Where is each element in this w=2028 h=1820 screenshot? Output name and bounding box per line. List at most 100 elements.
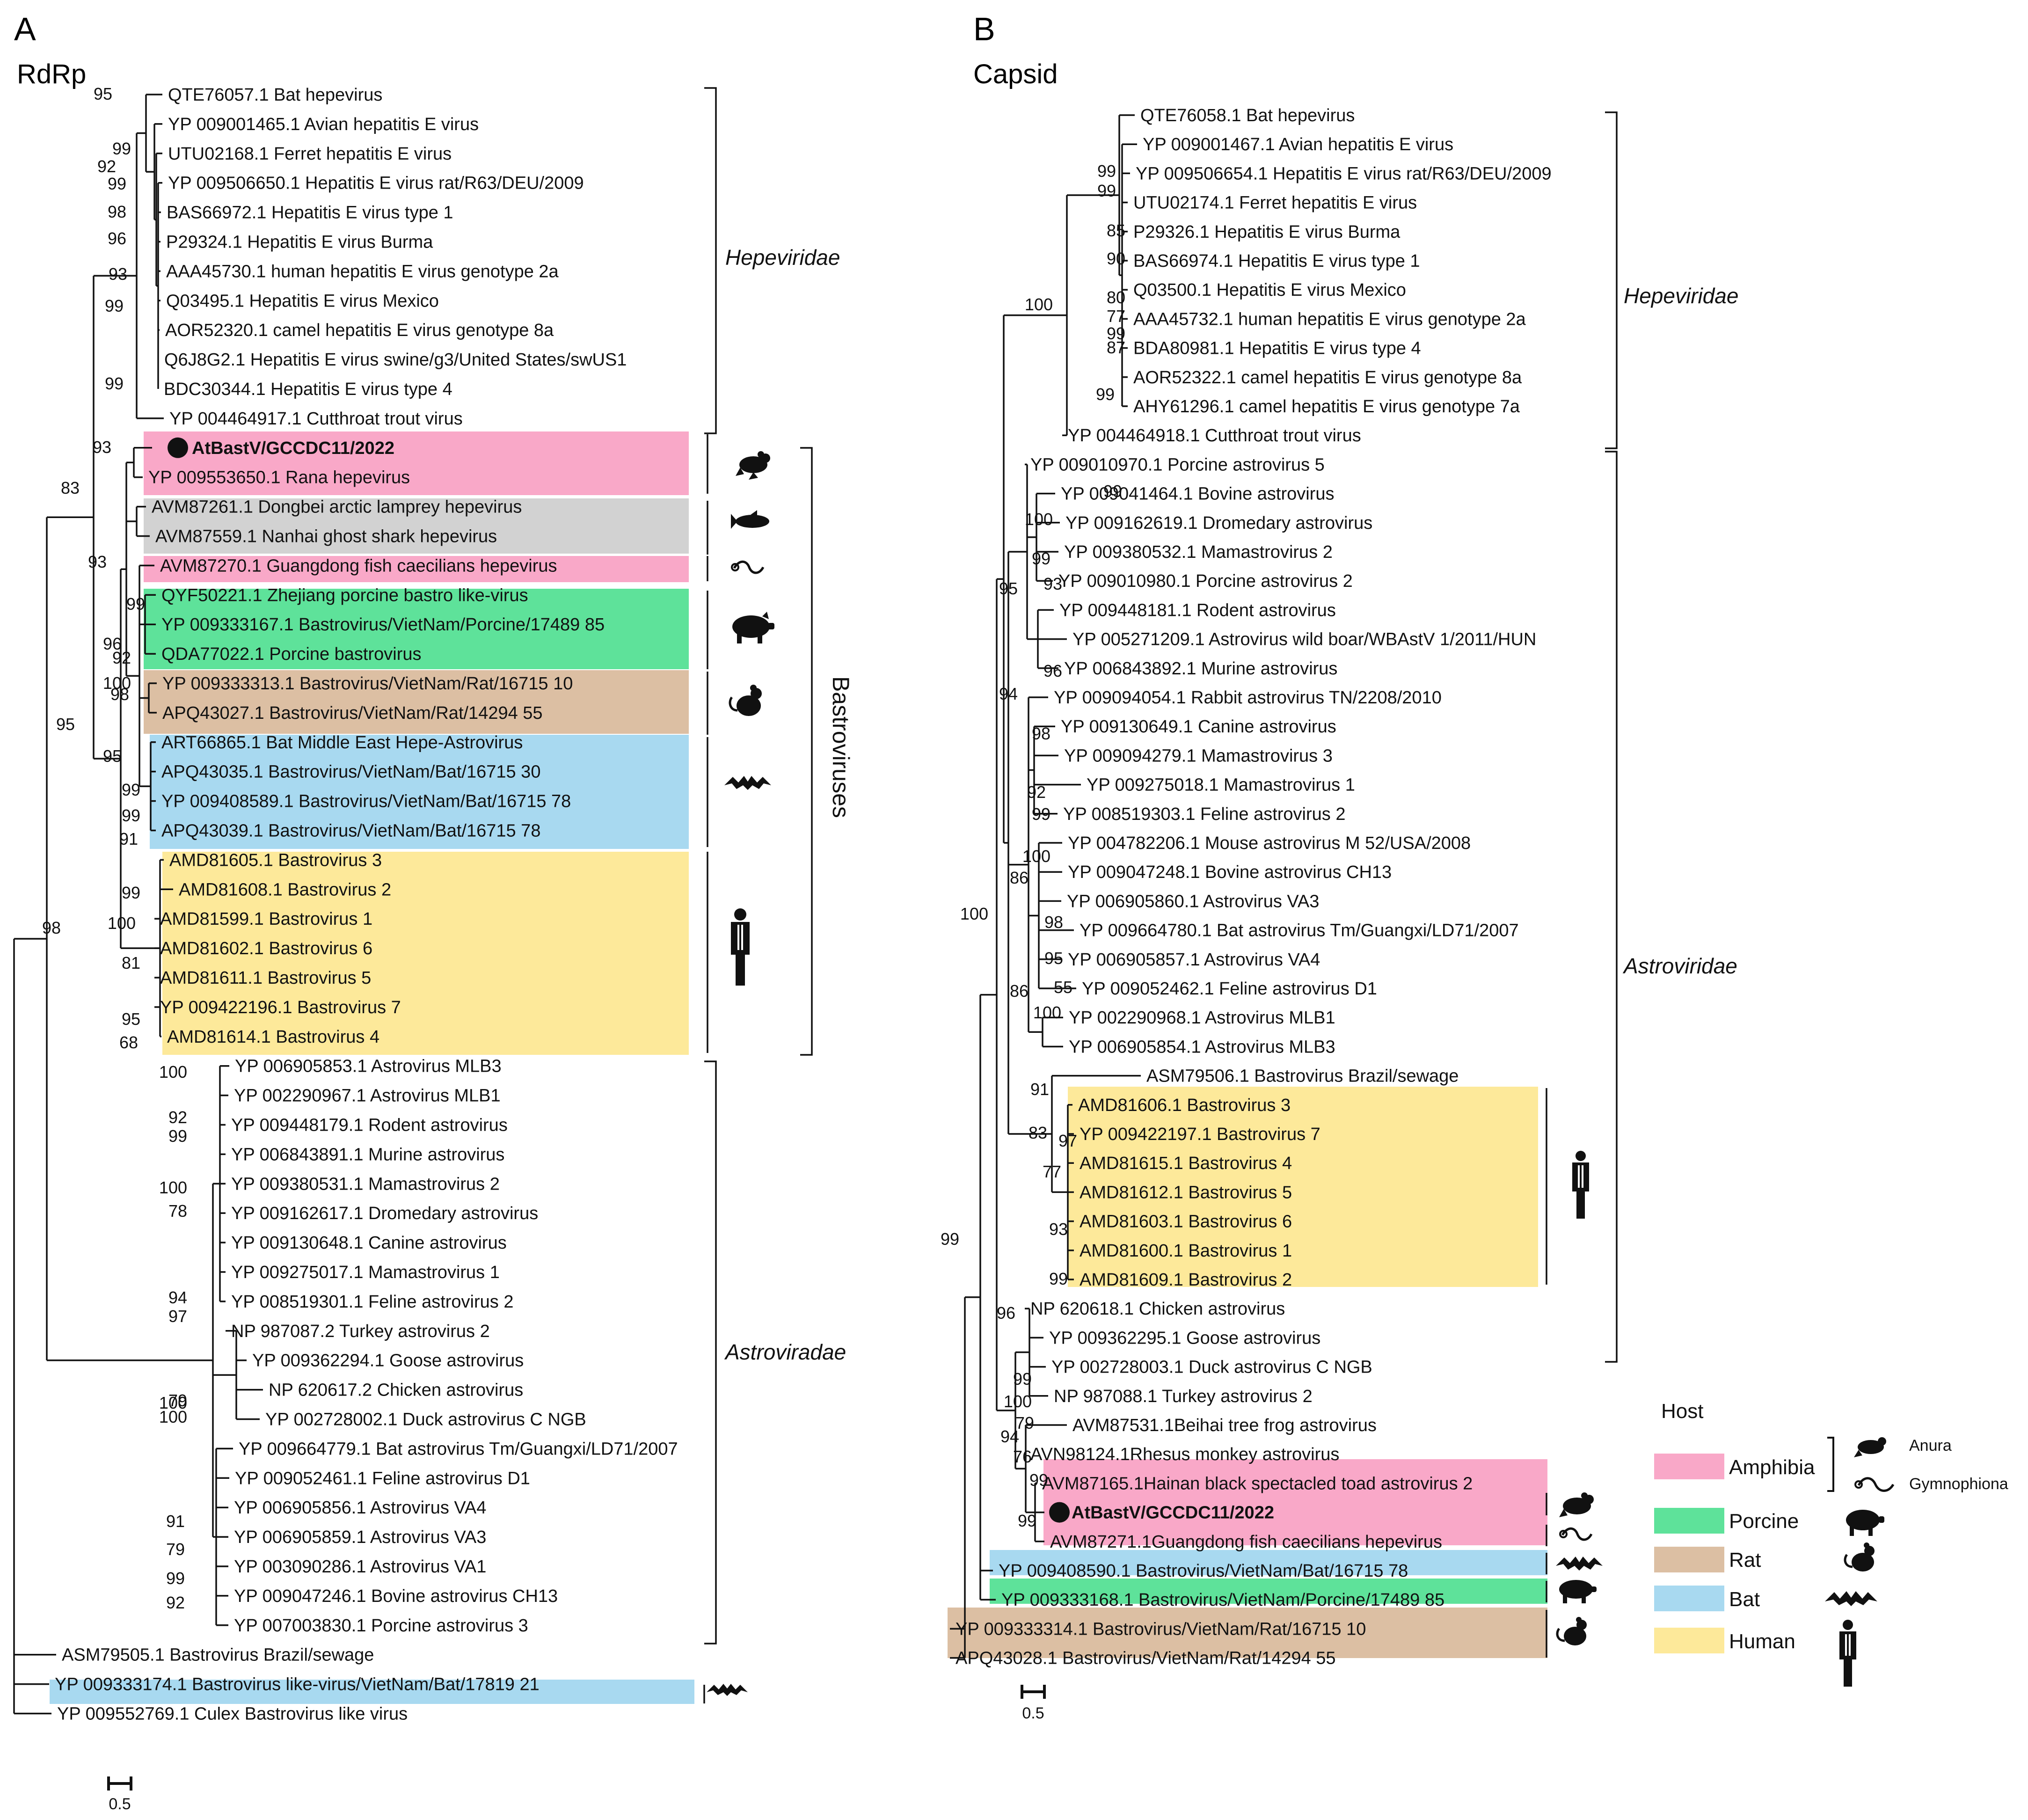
leaf-label-b: P29326.1 Hepatitis E virus Burma (1133, 222, 1401, 242)
bootstrap-value-b: 99 (1032, 804, 1050, 824)
panel-a-title: RdRp (17, 59, 86, 89)
human-icon-b (1572, 1151, 1589, 1219)
leaf-label-a: YP 009422196.1 Bastrovirus 7 (160, 998, 401, 1017)
leaf-label-b: YP 009333168.1 Bastrovirus/VietNam/Porci… (1001, 1590, 1444, 1610)
leaf-label-a: Q03495.1 Hepatitis E virus Mexico (166, 291, 439, 311)
host-highlight-boxes-a (50, 431, 694, 1704)
leaf-label-b: AAA45732.1 human hepatitis E virus genot… (1133, 309, 1526, 329)
bootstrap-value-a: 98 (108, 202, 126, 221)
bootstrap-value-a: 79 (166, 1540, 185, 1559)
bootstrap-value-b: 99 (1032, 804, 1050, 824)
panel-b-title: Capsid (973, 59, 1058, 89)
bootstrap-value-a: 93 (109, 264, 127, 284)
leaf-label-b: AMD81609.1 Bastrovirus 2 (1080, 1270, 1292, 1290)
box-human (162, 852, 689, 1055)
leaf-label-a: AVM87261.1 Dongbei arctic lamprey hepevi… (152, 497, 522, 517)
leaf-label-b: AMD81606.1 Bastrovirus 3 (1078, 1096, 1291, 1115)
leaf-label-a: YP 007003830.1 Porcine astrovirus 3 (234, 1616, 528, 1636)
bootstrap-value-a: 100 (103, 673, 131, 693)
leaf-label-a: YP 009553650.1 Rana hepevirus (148, 468, 410, 488)
bootstrap-value-a: 100 (159, 1178, 187, 1197)
clade-label-astroviradae-a: Astroviradae (724, 1340, 846, 1364)
bootstrap-value-a: 99 (168, 1126, 187, 1146)
frog-icon (736, 451, 770, 480)
tree-rdrp (13, 94, 263, 1715)
leaf-label-a: QDA77022.1 Porcine bastrovirus (161, 644, 422, 664)
fish-icon (731, 510, 769, 529)
bootstrap-value-b: 99 (1097, 161, 1116, 181)
leaf-label-a: AAA45730.1 human hepatitis E virus genot… (166, 262, 559, 281)
leaf-label-b: NP 987088.1 Turkey astrovirus 2 (1054, 1387, 1313, 1406)
bootstrap-value-b: 97 (1058, 1131, 1077, 1150)
leaf-label-a: BDC30344.1 Hepatitis E virus type 4 (164, 380, 452, 399)
leaf-label-a: APQ43035.1 Bastrovirus/VietNam/Bat/16715… (161, 762, 540, 782)
legend-label-porcine: Porcine (1729, 1510, 1799, 1533)
hepeviridae-bracket-a (704, 87, 717, 434)
bootstrap-value-b: 79 (1015, 1413, 1034, 1433)
box-bat-b (990, 1550, 1547, 1575)
legend-label-human: Human (1729, 1630, 1795, 1653)
leaf-label-a: YP 009664779.1 Bat astrovirus Tm/Guangxi… (239, 1439, 678, 1459)
leaf-label-b: AMD81615.1 Bastrovirus 4 (1080, 1154, 1292, 1173)
box-fish (144, 498, 689, 554)
leaf-label-a: YP 008519301.1 Feline astrovirus 2 (231, 1292, 513, 1312)
bootstrap-value-a: 93 (93, 438, 111, 457)
leaf-label-a: APQ43027.1 Bastrovirus/VietNam/Rat/14294… (162, 703, 543, 723)
leaf-label-b: YP 009408590.1 Bastrovirus/VietNam/Bat/1… (999, 1561, 1408, 1581)
leaf-label-b: YP 004782206.1 Mouse astrovirus M 52/USA… (1068, 833, 1471, 853)
legend-label-anura: Anura (1909, 1437, 1952, 1455)
hepeviridae-bracket-b (1605, 111, 1618, 449)
bootstrap-value-b: 94 (1000, 1427, 1019, 1446)
bootstrap-value-a: 99 (122, 806, 140, 825)
leaf-label-b: BDA80981.1 Hepatitis E virus type 4 (1133, 339, 1421, 358)
bootstrap-value-a: 100 (159, 1393, 187, 1412)
bootstrap-value-a: 99 (105, 374, 124, 393)
query-virus-marker (168, 437, 188, 458)
leaf-label-b: YP 009130649.1 Canine astrovirus (1061, 717, 1336, 737)
bootstrap-value-b: 99 (1032, 549, 1050, 568)
bootstrap-value-b: 99 (1107, 324, 1125, 343)
box-amphibia-b (1043, 1459, 1547, 1545)
bootstrap-value-a: 99 (166, 1569, 185, 1588)
bootstrap-value-a: 95 (94, 84, 112, 103)
leaf-label-b: YP 006905860.1 Astrovirus VA3 (1067, 892, 1319, 911)
scale-value-b: 0.5 (1022, 1704, 1044, 1722)
legend-label-gymnophiona: Gymnophiona (1909, 1475, 2008, 1493)
leaf-label-b: YP 009094054.1 Rabbit astrovirus TN/2208… (1054, 688, 1442, 708)
legend-pig-icon (1846, 1510, 1884, 1536)
leaf-label-b: QTE76058.1 Bat hepevirus (1140, 106, 1355, 125)
leaf-label-b: AVM87165.1Hainan black spectacled toad a… (1042, 1474, 1473, 1493)
bootstrap-value-b: 77 (1043, 1162, 1061, 1181)
leaf-label-b: YP 006905857.1 Astrovirus VA4 (1068, 950, 1320, 970)
clade-label-hepeviridae-b: Hepeviridae (1624, 284, 1738, 308)
astroviradae-bracket-a (704, 1060, 717, 1645)
leaf-label-b: YP 009380532.1 Mamastrovirus 2 (1064, 542, 1333, 562)
bootstrap-value-a: 94 (168, 1288, 187, 1307)
leaf-label-a: ASM79505.1 Bastrovirus Brazil/sewage (62, 1645, 374, 1665)
bootstrap-value-a: 96 (103, 634, 122, 653)
bootstrap-values-rdrp: 9592999399989699998393939699929810095999… (42, 84, 187, 1612)
bootstrap-value-a: 98 (42, 918, 61, 937)
legend-swatch-bat (1654, 1586, 1724, 1611)
leaf-label-a: AVM87270.1 Guangdong fish caecilians hep… (160, 556, 557, 576)
leaf-label-a: UTU02168.1 Ferret hepatitis E virus (168, 144, 452, 164)
leaf-label-a: AMD81608.1 Bastrovirus 2 (179, 880, 391, 899)
leaf-label-b: AMD81603.1 Bastrovirus 6 (1080, 1212, 1292, 1232)
frog-icon-b (1559, 1492, 1594, 1517)
leaf-label-a: AMD81602.1 Bastrovirus 6 (160, 939, 372, 958)
rat-icon-b (1556, 1617, 1587, 1645)
bootstrap-value-a: 91 (119, 829, 138, 848)
leaf-label-a: YP 009408589.1 Bastrovirus/VietNam/Bat/1… (161, 792, 571, 811)
bootstrap-value-b: 99 (1097, 181, 1116, 200)
bootstrap-value-a: 92 (168, 1108, 187, 1127)
scale-value-a: 0.5 (109, 1795, 131, 1813)
leaf-label-b: YP 009094279.1 Mamastrovirus 3 (1064, 746, 1333, 766)
leaf-label-a: YP 003090286.1 Astrovirus VA1 (234, 1557, 486, 1577)
legend-label-rat: Rat (1729, 1549, 1761, 1571)
bootstrap-value-b: 93 (1043, 574, 1062, 593)
host-highlight-boxes-b (948, 1087, 1547, 1658)
caecilian-icon-b (1559, 1527, 1593, 1541)
bootstrap-value-b: 95 (1044, 949, 1063, 968)
clade-brackets-b (1546, 111, 1618, 1658)
